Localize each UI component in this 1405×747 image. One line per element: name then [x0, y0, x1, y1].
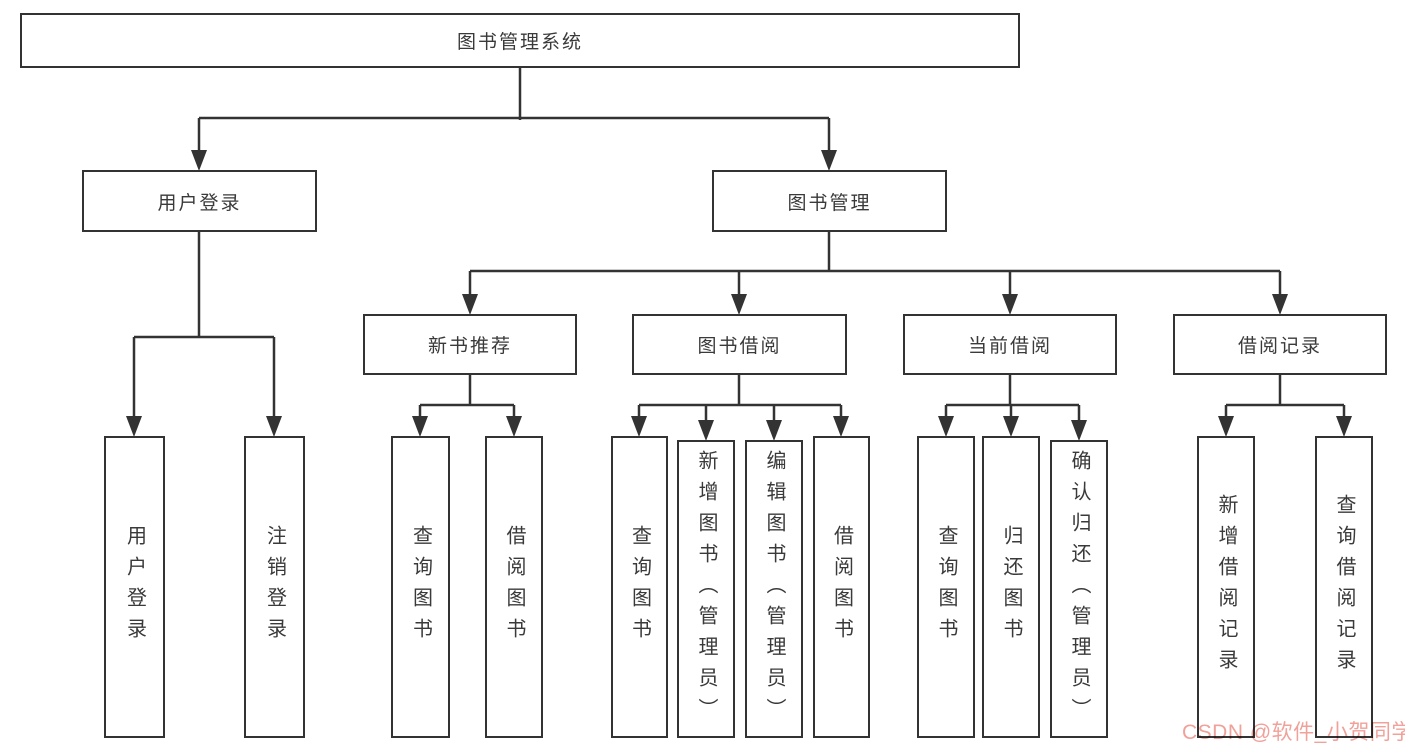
csdn-watermark: CSDN @软件_小贺同学: [1182, 721, 1405, 744]
leaf-user-login: 用户登录: [104, 436, 165, 738]
leaf-label: 查询图书: [409, 525, 432, 649]
leaf-edit-books-admin: 编辑图书（管理员）: [745, 440, 803, 738]
leaf-label: 新增借阅记录: [1215, 494, 1237, 680]
node-current-borrow: 当前借阅: [903, 314, 1117, 375]
leaf-label: 编辑图书（管理员）: [763, 449, 785, 729]
leaf-label: 新增图书（管理员）: [695, 449, 717, 729]
node-borrow-records: 借阅记录: [1173, 314, 1387, 375]
leaf-borrow-books-recommend: 借阅图书: [485, 436, 543, 738]
leaf-label: 确认归还（管理员）: [1068, 449, 1090, 729]
leaf-label: 归还图书: [1000, 525, 1022, 649]
leaf-label: 查询图书: [628, 525, 651, 649]
leaf-query-books-borrow: 查询图书: [611, 436, 668, 738]
leaf-add-borrow-record: 新增借阅记录: [1197, 436, 1255, 738]
leaf-borrow-books: 借阅图书: [813, 436, 870, 738]
leaf-label: 用户登录: [123, 525, 146, 649]
leaf-logout: 注销登录: [244, 436, 305, 738]
leaf-label: 注销登录: [263, 525, 286, 649]
leaf-label: 借阅图书: [503, 525, 525, 649]
node-new-book-recommend: 新书推荐: [363, 314, 577, 375]
leaf-label: 查询借阅记录: [1333, 494, 1355, 680]
leaf-return-books: 归还图书: [982, 436, 1040, 738]
node-book-borrow: 图书借阅: [632, 314, 847, 375]
node-book-mgmt: 图书管理: [712, 170, 947, 232]
node-root-system: 图书管理系统: [20, 13, 1020, 68]
node-user-login: 用户登录: [82, 170, 317, 232]
leaf-add-books-admin: 新增图书（管理员）: [677, 440, 735, 738]
arrow-heads: [126, 150, 1352, 441]
leaf-confirm-return-admin: 确认归还（管理员）: [1050, 440, 1108, 738]
leaf-query-books-current: 查询图书: [917, 436, 975, 738]
leaf-query-books-recommend: 查询图书: [391, 436, 450, 738]
leaf-label: 借阅图书: [830, 525, 853, 649]
leaf-label: 查询图书: [935, 525, 957, 649]
leaf-query-borrow-record: 查询借阅记录: [1315, 436, 1373, 738]
